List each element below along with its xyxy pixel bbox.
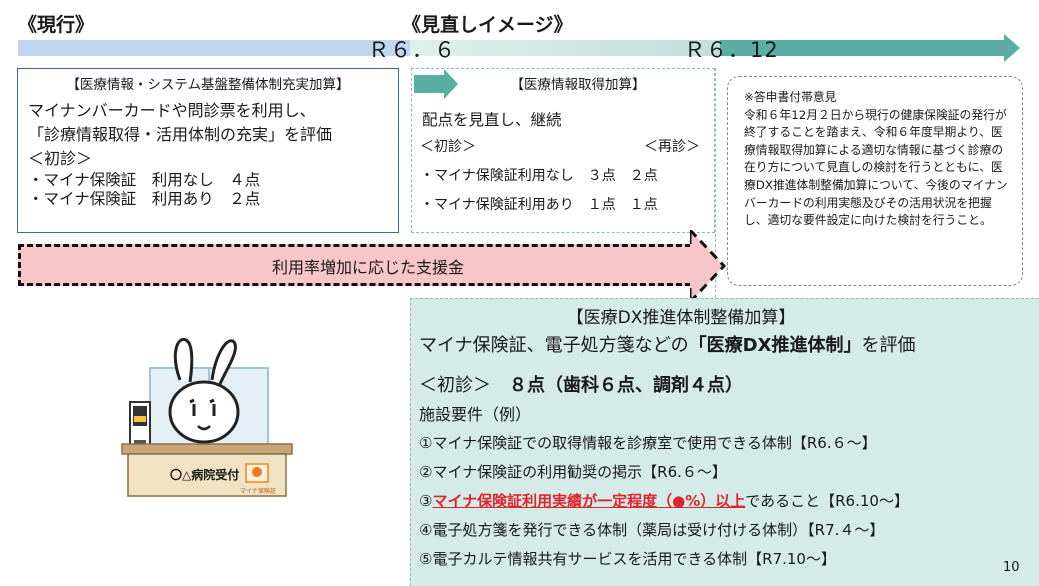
dx-line-2-pre: ＜初診＞ [419,375,509,396]
dx-line-1-pre: マイナ保険証、電子処方箋などの [419,335,689,356]
current-header: 《現行》 [18,14,95,36]
current-line-use: ・マイナ保険証 利用あり ２点 [28,190,261,208]
current-initial-label: ＜初診＞ [28,149,93,168]
revision-header: 《見直しイメージ》 [402,14,573,36]
desk-card-label: マイナ保険証 [240,488,276,495]
revision-line-1: 配点を見直し、継続 [422,111,562,129]
dx-line-2-bold: ８点（歯科６点、調剤４点） [509,375,743,396]
revision-initial-label: ＜初診＞ [420,139,476,155]
revision-repeat-label: ＜再診＞ [644,139,700,155]
r66-label: Ｒ６．６ [368,38,456,62]
timeline-current-bar [18,40,410,56]
dx-requirements: ①マイナ保険証での取得情報を診療室で使用できる体制【R6.６～】 ②マイナ保険証… [419,429,909,574]
r612-divider [715,68,716,358]
desk-sign-text: 〇△病院受付 [170,468,240,482]
page-number: 10 [1003,560,1020,575]
revision-box-title: 【医療情報取得加算】 [510,77,646,93]
dx-req-1: ①マイナ保険証での取得情報を診療室で使用できる体制【R6.６～】 [419,434,877,452]
revision-row-use: ・マイナ保険証利用あり １点 １点 [420,197,658,213]
dx-addition-box: 【医療DX推進体制整備加算】 マイナ保険証、電子処方箋などの「医療DX推進体制」… [410,298,1039,586]
timeline-future-bar [720,40,1004,56]
revision-small-arrow [414,75,444,93]
dx-req-5: ⑤電子カルテ情報共有サービスを活用できる体制【R7.10～】 [419,550,836,568]
dx-req-4: ④電子処方箋を発行できる体制（薬局は受け付ける体制）【R7.４～】 [419,521,885,539]
dx-req-3-post: であること【R6.10～】 [745,492,909,510]
support-arrow-label: 利用率増加に応じた支援金 [271,258,464,277]
dx-line-2: ＜初診＞ ８点（歯科６点、調剤４点） [419,371,743,397]
current-addition-box: 【医療情報・システム基盤整備体制充実加算】 マイナンバーカードや問診票を利用し、… [17,68,399,233]
current-box-title: 【医療情報・システム基盤整備体制充実加算】 [66,77,350,93]
supplementary-opinion-text: ※答申書付帯意見 令和６年12月２日から現行の健康保険証の発行が終了することを踏… [744,90,1008,228]
timeline-arrow-tip [1004,34,1020,62]
reception-illustration [121,337,293,497]
dx-req-2: ②マイナ保険証の利用勧奨の掲示【R6.６～】 [419,463,727,481]
dx-line-1-bold: 「医療DX推進体制」 [688,335,862,356]
dx-req-3: ③マイナ保険証利用実績が一定程度（●%）以上であること【R6.10～】 [419,487,909,516]
dx-line-1: マイナ保険証、電子処方箋などの「医療DX推進体制」を評価 [419,331,915,357]
dx-line-1-post: を評価 [861,335,916,356]
dx-req-3-red: マイナ保険証利用実績が一定程度（●%）以上 [432,492,746,510]
supplementary-opinion-box: ※答申書付帯意見 令和６年12月２日から現行の健康保険証の発行が終了することを踏… [727,76,1023,286]
dx-box-title: 【医療DX推進体制整備加算】 [566,308,796,328]
timeline-revision-bar [410,40,720,56]
dx-line-3: 施設要件（例） [419,405,532,424]
current-line-no-use: ・マイナ保険証 利用なし ４点 [28,171,261,189]
current-line-1: マイナンバーカードや問診票を利用し、 [28,101,316,120]
dx-req-3-pre: ③ [419,492,433,510]
support-arrow-head [690,230,726,302]
revision-addition-box: 【医療情報取得加算】 配点を見直し、継続 ＜初診＞ ＜再診＞ ・マイナ保険証利用… [411,68,715,233]
current-line-2: 「診療情報取得・活用体制の充実」を評価 [28,125,333,144]
revision-small-arrow-tip [444,69,458,99]
support-arrow-body [18,244,700,286]
revision-row-no-use: ・マイナ保険証利用なし ３点 ２点 [420,168,658,184]
r612-label: Ｒ６．12 [684,38,779,62]
